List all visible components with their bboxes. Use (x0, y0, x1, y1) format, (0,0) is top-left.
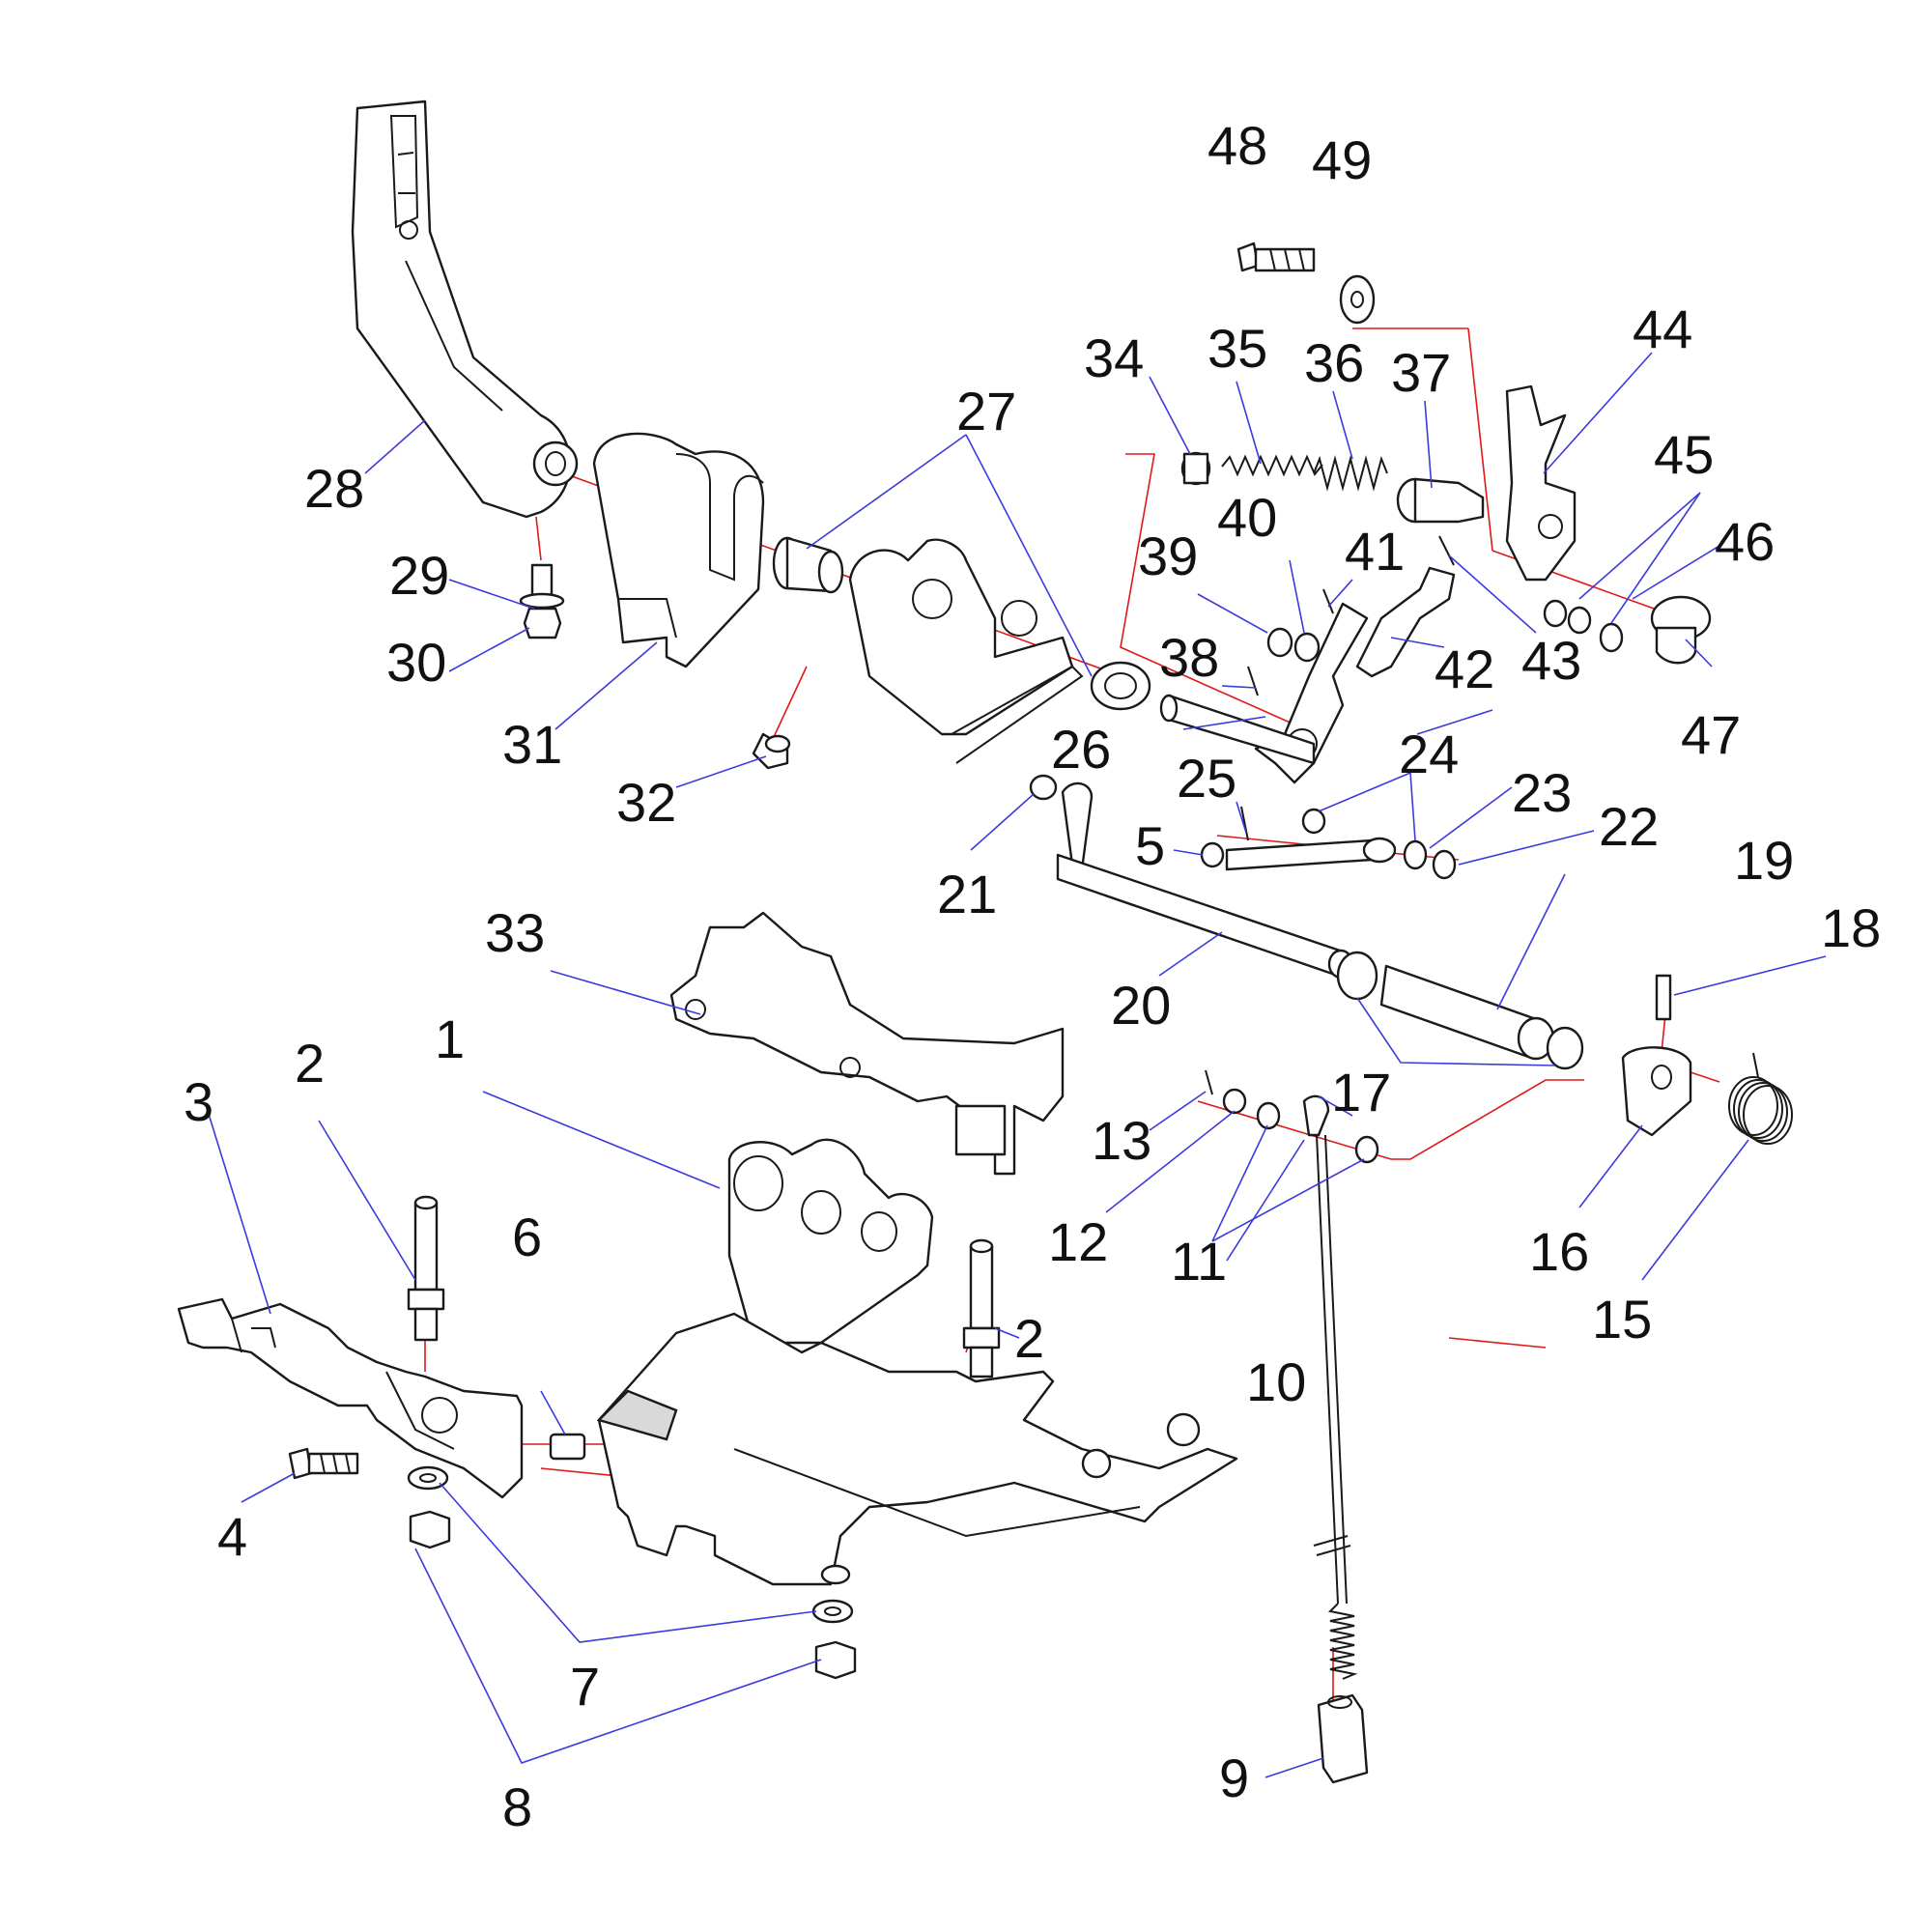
callout-22: 22 (1599, 796, 1659, 857)
callout-11: 11 (1171, 1231, 1227, 1292)
washers-45-46 (1543, 599, 1624, 653)
callout-40: 40 (1217, 487, 1277, 548)
callout-4: 4 (217, 1506, 247, 1567)
callout-8: 8 (502, 1776, 532, 1837)
callout-3: 3 (184, 1071, 213, 1132)
callout-18: 18 (1821, 897, 1881, 958)
callout-47: 47 (1681, 704, 1741, 765)
link-rod-23 (1225, 837, 1397, 871)
nut-30 (523, 607, 562, 639)
callout-29: 29 (389, 545, 449, 606)
callout-23: 23 (1512, 762, 1572, 823)
main-bracket-1 (596, 1138, 1238, 1586)
pedal-lever-28 (351, 99, 579, 519)
callout-31: 31 (502, 714, 562, 775)
washers-5-22-24 (1200, 808, 1457, 880)
bracket-arm-42 (1355, 566, 1456, 678)
washer-49 (1339, 274, 1376, 325)
upper-pivot-bracket (848, 538, 1084, 764)
torsion-spring-15 (1728, 1052, 1793, 1145)
washer-21 (1029, 774, 1058, 801)
cover-plate-33 (669, 911, 1065, 1176)
pedal-cover-31 (592, 432, 765, 668)
callout-17: 17 (1331, 1062, 1391, 1122)
callout-32: 32 (616, 772, 676, 833)
callout-37: 37 (1391, 342, 1451, 403)
bolt-4 (288, 1447, 359, 1480)
spring-35 (1221, 454, 1323, 477)
pin-13 (1205, 1069, 1213, 1095)
callout-labels: 48 49 34 35 36 37 44 45 46 47 27 28 29 3… (184, 115, 1881, 1837)
callout-38: 38 (1159, 627, 1219, 688)
washers-11-12-17 (1222, 1088, 1379, 1164)
callout-28: 28 (304, 458, 364, 519)
callout-30: 30 (386, 632, 446, 693)
spring-housing-37 (1396, 477, 1485, 524)
callout-10: 10 (1246, 1351, 1306, 1412)
callout-49: 49 (1312, 129, 1372, 190)
callout-2-right: 2 (1014, 1308, 1044, 1369)
tube-19 (1336, 951, 1584, 1070)
sleeve-26 (1090, 661, 1151, 711)
callout-26: 26 (1051, 719, 1111, 780)
callout-42: 42 (1435, 639, 1494, 699)
control-rod-10 (1302, 1094, 1358, 1680)
callout-9: 9 (1219, 1747, 1249, 1808)
callout-33: 33 (485, 902, 545, 963)
stud-2-right (962, 1238, 1001, 1378)
pedal-arm-3 (177, 1297, 524, 1499)
cap-34 (1180, 451, 1211, 486)
callout-15: 15 (1592, 1289, 1652, 1350)
callout-7: 7 (570, 1656, 600, 1717)
callout-46: 46 (1715, 511, 1775, 572)
callout-6: 6 (512, 1207, 542, 1267)
callout-36: 36 (1304, 332, 1364, 393)
callout-24: 24 (1399, 724, 1459, 784)
callout-44: 44 (1633, 298, 1692, 359)
callout-12: 12 (1048, 1211, 1108, 1272)
callout-41: 41 (1345, 521, 1405, 582)
latch-44 (1505, 384, 1577, 582)
pin-25 (1240, 806, 1249, 841)
leader-lines (207, 352, 1827, 1778)
pin-29 (519, 563, 565, 610)
callout-35: 35 (1208, 318, 1267, 379)
pivot-bush-27 (772, 536, 844, 594)
callout-5: 5 (1135, 815, 1165, 876)
callout-45: 45 (1654, 424, 1714, 485)
grease-nipple-32 (752, 732, 791, 770)
adjuster-nut-9 (1317, 1693, 1369, 1784)
spring-36 (1313, 455, 1388, 492)
washer-7 (407, 1465, 854, 1624)
callout-21: 21 (937, 864, 997, 924)
callout-1: 1 (435, 1009, 465, 1069)
callout-25: 25 (1177, 748, 1236, 809)
callout-13: 13 (1092, 1110, 1151, 1171)
callout-19: 19 (1734, 830, 1794, 891)
callout-34: 34 (1084, 327, 1144, 388)
bolt-48 (1236, 242, 1316, 272)
callout-2-left: 2 (295, 1033, 325, 1094)
crank-16 (1621, 1046, 1692, 1137)
callout-39: 39 (1138, 526, 1198, 586)
nut-8 (409, 1510, 857, 1680)
callout-48: 48 (1208, 115, 1267, 176)
stud-2-left (407, 1195, 445, 1342)
callout-27: 27 (956, 381, 1016, 441)
lever-plate-26 (1159, 602, 1369, 784)
callout-43: 43 (1521, 630, 1581, 691)
callout-16: 16 (1529, 1221, 1589, 1282)
washers-39-40 (1266, 627, 1321, 663)
pin-18 (1655, 974, 1672, 1021)
spacer-6 (549, 1433, 586, 1461)
bushing-47 (1650, 595, 1712, 665)
pins-38-41-43 (1247, 535, 1455, 696)
callout-20: 20 (1111, 975, 1171, 1036)
